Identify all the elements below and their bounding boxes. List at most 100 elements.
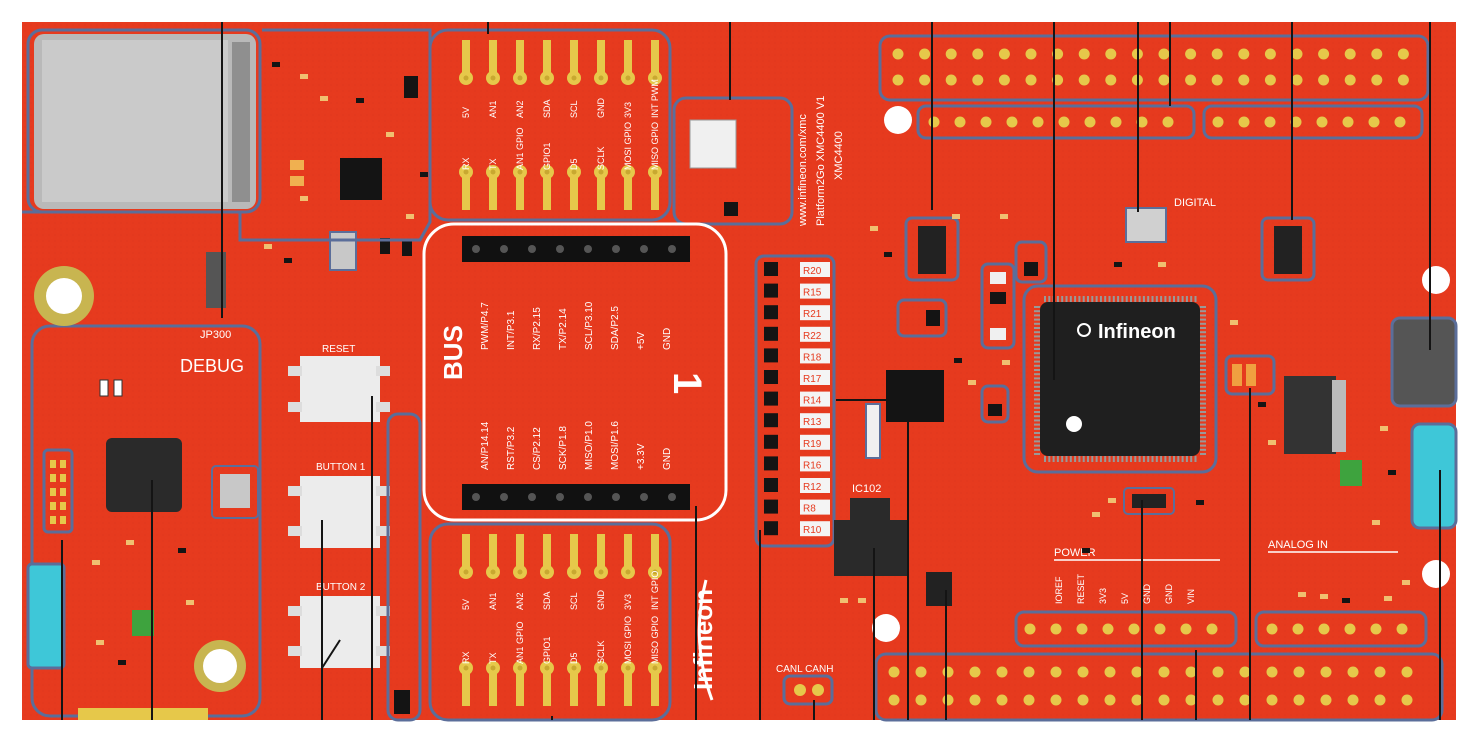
- header-pin: [1158, 74, 1170, 86]
- header-pin: [1212, 116, 1224, 128]
- gold-pad: [543, 40, 551, 74]
- mcu-pin: [1061, 456, 1064, 462]
- resistor: [764, 499, 778, 514]
- mcu-pin: [1200, 423, 1206, 426]
- smd-component: [118, 660, 126, 665]
- mcu-pin: [1078, 296, 1081, 302]
- gold-pad: [462, 176, 470, 210]
- header-pin: [1239, 694, 1251, 706]
- mcu-pin: [1200, 348, 1206, 350]
- resistor-label: R21: [803, 309, 822, 320]
- smd-component: [1258, 402, 1266, 407]
- mcu-pin: [1200, 398, 1206, 401]
- power-pin-label: RESET: [1076, 573, 1086, 604]
- gold-pad: [597, 40, 605, 74]
- header-pin: [1212, 666, 1224, 678]
- pin-label: D5: [569, 158, 579, 170]
- can-label: CANL CANH: [776, 664, 833, 675]
- mcu-pin: [1034, 327, 1040, 329]
- header-pin: [892, 74, 904, 86]
- pad-hole: [517, 665, 523, 671]
- mcu-pin: [1200, 369, 1206, 371]
- pad-hole: [544, 665, 550, 671]
- resistor-label-box: [800, 391, 830, 407]
- resistor: [764, 456, 778, 471]
- mcu-pin: [1200, 440, 1206, 443]
- smd-component: [1342, 598, 1350, 603]
- header-pin: [1371, 74, 1383, 86]
- header-pin: [1025, 48, 1037, 60]
- pin-label: AN2: [515, 592, 525, 610]
- gold-pad: [516, 534, 524, 568]
- header-pin: [1291, 48, 1303, 60]
- smd-component: [840, 598, 848, 603]
- header-pin: [1078, 74, 1090, 86]
- smd-component: [952, 214, 960, 219]
- button2-label: BUTTON 2: [316, 582, 366, 593]
- smd-component: [264, 244, 272, 249]
- mcu-pin: [1125, 456, 1128, 462]
- mcu-pin: [1200, 427, 1206, 430]
- debug-section: DEBUG JP300: [26, 324, 262, 720]
- header-pin: [1158, 694, 1170, 706]
- mikrobus-pin-label: GND: [662, 328, 673, 350]
- mikrobus-pin-label: AN/P14.14: [480, 421, 491, 470]
- pin-label: 3V3: [623, 594, 633, 610]
- header-pin: [1102, 623, 1114, 635]
- header-pin: [1374, 694, 1386, 706]
- pin-label: GPIO1: [542, 636, 552, 664]
- header-pin: [969, 694, 981, 706]
- resistor-label-box: [800, 521, 830, 537]
- gold-pad: [462, 40, 470, 74]
- mcu-pin: [1200, 394, 1206, 397]
- debug-pad: [50, 474, 56, 482]
- resistor-label: R18: [803, 352, 822, 363]
- chip-brand: Infineon: [1098, 321, 1176, 343]
- smd-component: [420, 172, 428, 177]
- pad-hole: [652, 169, 658, 175]
- gold-pad: [462, 534, 470, 568]
- mcu-pin: [1087, 456, 1089, 462]
- mcu-pin: [1194, 296, 1197, 302]
- mcu-pin: [1200, 314, 1206, 317]
- gold-pad: [624, 534, 632, 568]
- smd-component: [1388, 470, 1396, 475]
- pin-label: SCLK: [596, 146, 606, 170]
- socket-hole: [472, 245, 480, 253]
- header-pin: [1006, 116, 1018, 128]
- header-pin: [1104, 694, 1116, 706]
- smd-component: [186, 600, 194, 605]
- gold-pad: [570, 672, 578, 706]
- mcu-pin: [1034, 377, 1040, 380]
- pin-label: D5: [569, 652, 579, 664]
- header-pin: [1154, 623, 1166, 635]
- pin-label: SDA: [542, 99, 552, 118]
- header-pin: [1211, 74, 1223, 86]
- header-pin: [1401, 666, 1413, 678]
- resistor-label-box: [800, 434, 830, 450]
- pin-label: GND: [596, 98, 606, 119]
- gold-pad: [570, 534, 578, 568]
- mcu-pin: [1087, 296, 1089, 302]
- socket-hole: [528, 493, 536, 501]
- mikrobus-pin-label: +5V: [636, 332, 647, 350]
- mikrobus-pin-label: MISO/P1.0: [584, 421, 595, 470]
- gold-pad: [516, 40, 524, 74]
- mcu-pin: [1200, 322, 1206, 325]
- mcu-pin: [1034, 385, 1040, 388]
- mcu-pin: [1082, 456, 1085, 462]
- socket-hole: [584, 245, 592, 253]
- header-pin: [1318, 623, 1330, 635]
- header-pin: [1291, 74, 1303, 86]
- header-pin: [1050, 623, 1062, 635]
- button-2: BUTTON 2: [288, 582, 390, 668]
- power-pin-label: GND: [1164, 584, 1174, 605]
- pin-label: INT PWM: [650, 79, 660, 118]
- mcu-pin: [1200, 402, 1206, 405]
- resistor-label: R15: [803, 288, 822, 299]
- pad-hole: [598, 665, 604, 671]
- header-pin: [972, 74, 984, 86]
- gold-pad: [462, 672, 470, 706]
- mcu-pin: [1034, 339, 1040, 342]
